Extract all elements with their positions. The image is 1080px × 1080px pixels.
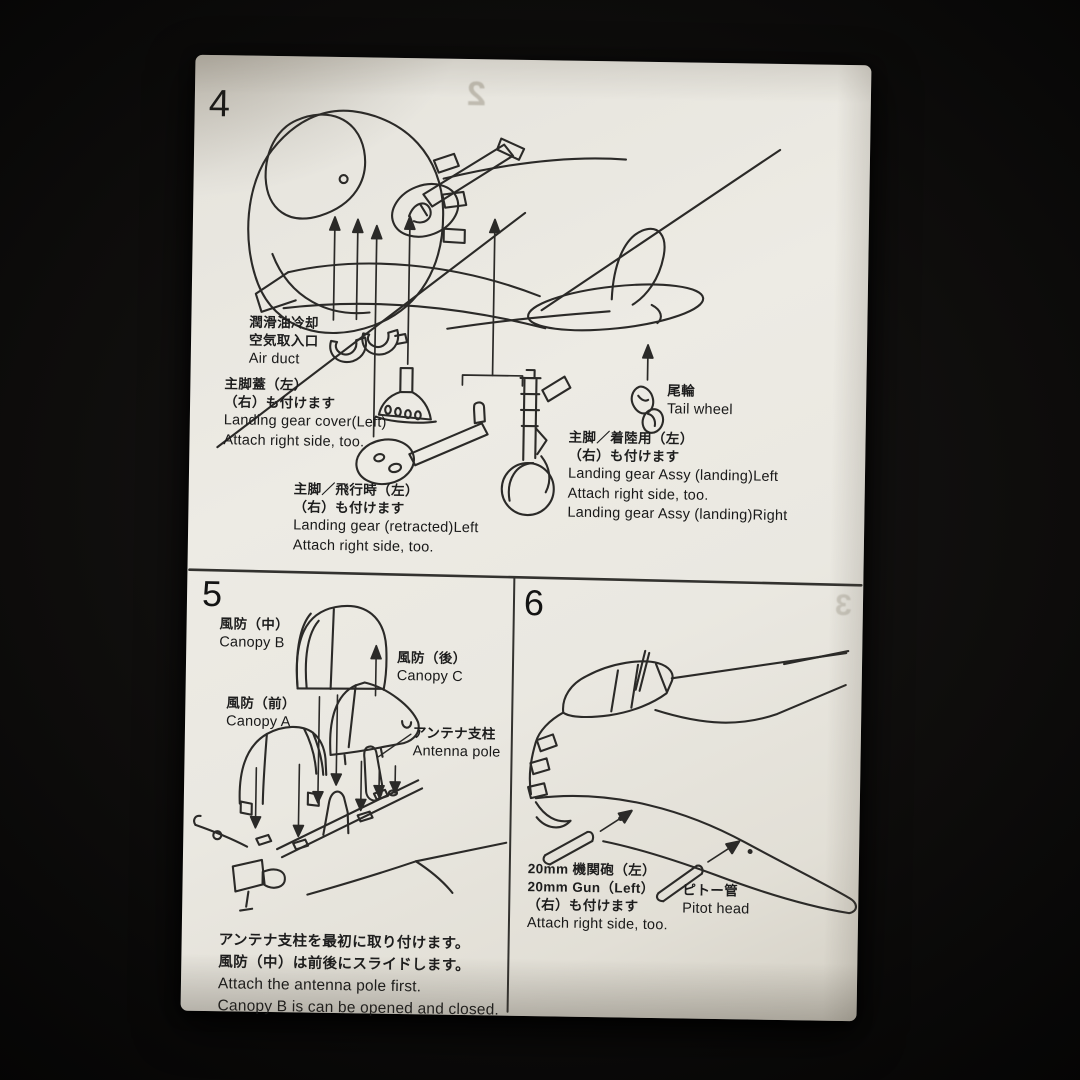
tail-wheel-label: 尾輪 Tail wheel bbox=[667, 382, 733, 421]
step5-number: 5 bbox=[201, 572, 224, 615]
gear-cover-label: 主脚蓋（左） （右）も付けます Landing gear cover(Left)… bbox=[223, 375, 387, 453]
tail-section-drawing bbox=[442, 157, 705, 332]
fuselage-deck-drawing bbox=[193, 779, 508, 896]
pitot-part-drawing bbox=[656, 840, 741, 903]
air-duct-jp-line2: 空気取入口 bbox=[248, 332, 319, 349]
canopy-b-jp: 風防（中） bbox=[219, 616, 290, 633]
gun-jp-line2: （右）も付けます bbox=[527, 897, 639, 914]
gear-retracted-en-line1: Landing gear (retracted)Left bbox=[293, 517, 479, 537]
canopy-b-label: 風防（中） Canopy B bbox=[219, 615, 289, 654]
step6-artwork bbox=[527, 649, 858, 915]
pitot-jp: ピトー管 bbox=[682, 882, 739, 899]
gear-cover-part-drawing bbox=[374, 366, 437, 424]
canopy-a-en: Canopy A bbox=[225, 713, 291, 731]
gun-en-line1: 20mm Gun（Left） bbox=[527, 879, 655, 897]
step5-note: アンテナ支柱を最初に取り付けます。 風防（中）は前後にスライドします。 Atta… bbox=[217, 929, 500, 1021]
gun-jp-line1: 20mm 機関砲（左） bbox=[527, 861, 657, 879]
step4-artwork bbox=[216, 109, 782, 517]
canopy-c-drawing bbox=[329, 681, 420, 766]
gear-assy-part-drawing bbox=[500, 368, 572, 517]
gear-cover-en-line2: Attach right side, too. bbox=[223, 431, 365, 450]
canopy-a-drawing bbox=[238, 725, 328, 816]
air-duct-jp-line1: 潤滑油冷却 bbox=[249, 314, 319, 331]
gear-retracted-en-line2: Attach right side, too. bbox=[292, 536, 434, 556]
gear-cover-en-line1: Landing gear cover(Left) bbox=[223, 412, 387, 431]
gun-en-line2: Attach right side, too. bbox=[526, 915, 668, 934]
tail-wheel-jp: 尾輪 bbox=[667, 383, 696, 399]
gun-part-drawing bbox=[542, 809, 633, 866]
antenna-pole-jp: アンテナ支柱 bbox=[412, 725, 496, 742]
canopy-b-drawing bbox=[295, 604, 388, 691]
gear-retracted-part-drawing bbox=[355, 401, 489, 486]
step5-note-en-line2: Canopy B is can be opened and closed. bbox=[217, 997, 500, 1019]
step4-attach-arrows bbox=[328, 215, 654, 438]
step6-number: 6 bbox=[523, 581, 546, 624]
tail-wheel-part-drawing bbox=[630, 385, 665, 434]
fuselage-diagonal-lines bbox=[216, 148, 782, 449]
canopy-c-en: Canopy C bbox=[396, 667, 464, 686]
pitot-label: ピトー管 Pitot head bbox=[682, 882, 750, 921]
panel-divider-lines bbox=[188, 568, 863, 1013]
gear-retracted-label: 主脚／飛行時（左） （右）も付けます Landing gear (retract… bbox=[293, 480, 480, 558]
aircraft-front-view-drawing bbox=[527, 649, 850, 829]
pitot-en: Pitot head bbox=[682, 900, 750, 918]
step4-number: 4 bbox=[208, 82, 232, 126]
antenna-pole-label: アンテナ支柱 Antenna pole bbox=[412, 724, 501, 763]
wing-drawing bbox=[534, 794, 858, 915]
gun-label: 20mm 機関砲（左） 20mm Gun（Left） （右）も付けます Atta… bbox=[527, 860, 669, 936]
antenna-pole-drawing bbox=[363, 733, 412, 802]
gear-door-strip-part-drawing bbox=[391, 137, 526, 238]
canopy-a-jp: 風防（前） bbox=[226, 695, 296, 712]
air-duct-parts-drawing bbox=[329, 328, 409, 364]
step5-artwork bbox=[193, 604, 508, 912]
small-bracket-parts-drawing bbox=[231, 858, 286, 912]
engine-cowling-drawing bbox=[247, 109, 468, 334]
gear-assy-en-line3: Landing gear Assy (landing)Right bbox=[567, 504, 788, 525]
instruction-line-art bbox=[188, 109, 863, 1013]
canopy-c-jp: 風防（後） bbox=[396, 649, 467, 667]
canopy-b-en: Canopy B bbox=[219, 634, 285, 652]
air-duct-label: 潤滑油冷却 空気取入口 Air duct bbox=[249, 314, 319, 371]
instruction-sheet-page: 2 3 bbox=[180, 54, 872, 1022]
canopy-c-label: 風防（後） Canopy C bbox=[397, 649, 467, 688]
air-duct-en: Air duct bbox=[248, 350, 300, 368]
canopy-a-label: 風防（前） Canopy A bbox=[226, 694, 296, 733]
tail-wheel-en: Tail wheel bbox=[666, 401, 733, 419]
antenna-pole-en: Antenna pole bbox=[412, 743, 501, 761]
gear-assy-label: 主脚／着陸用（左） （右）も付けます Landing gear Assy (la… bbox=[567, 429, 788, 527]
